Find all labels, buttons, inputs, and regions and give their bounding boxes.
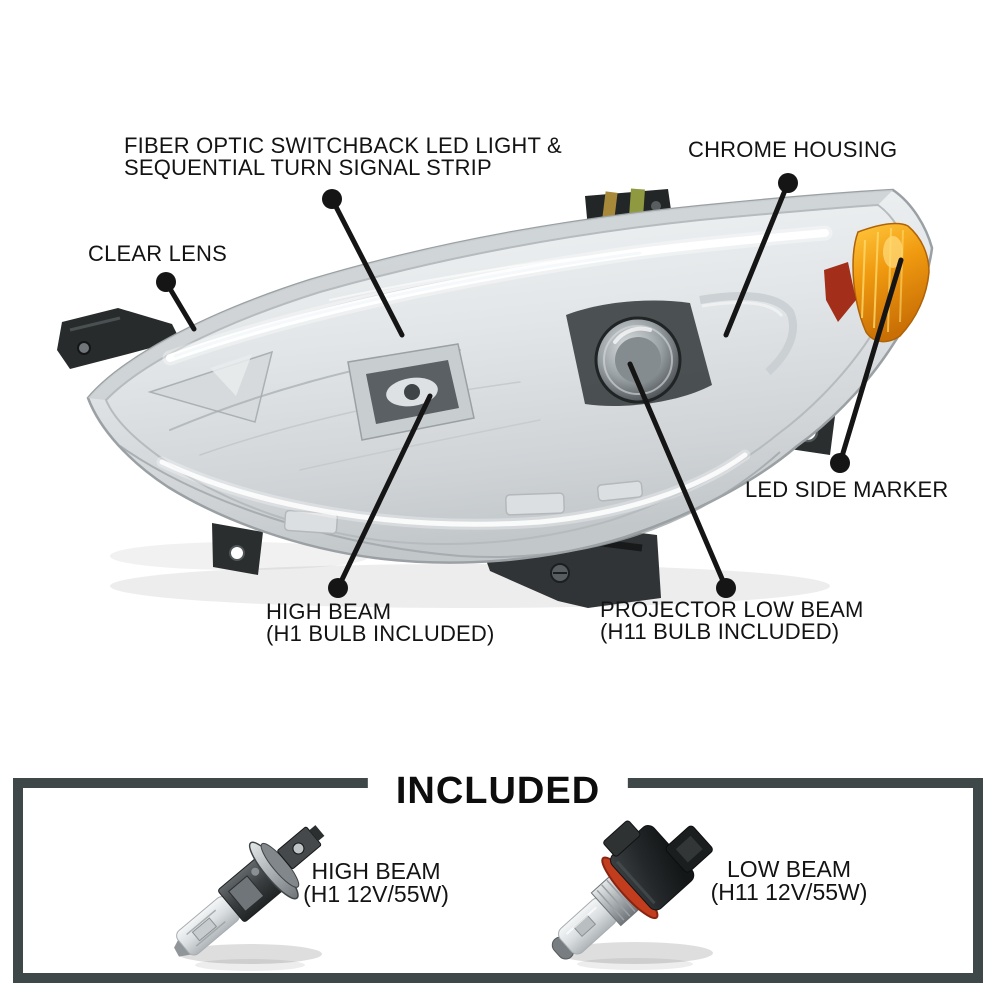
callout-label-line: HIGH BEAM <box>266 599 392 624</box>
bulb-name: HIGH BEAM <box>311 858 441 884</box>
lens-parting-line <box>119 445 781 558</box>
left-mounting-bracket <box>57 308 180 369</box>
callout-dot-clear-lens <box>156 272 176 292</box>
callout-label-clear-lens: CLEAR LENS <box>88 243 227 265</box>
included-section-title: INCLUDED <box>367 769 629 813</box>
lens-inner-edge <box>104 203 909 545</box>
leader-line-high-beam <box>335 393 433 591</box>
amber-side-marker <box>852 222 930 343</box>
projector-low-beam-lens <box>566 300 712 406</box>
callout-label-line: FIBER OPTIC SWITCHBACK LED LIGHT & <box>124 133 562 158</box>
callout-label-led-side-marker: LED SIDE MARKER <box>745 479 949 501</box>
callout-label-chrome-housing: CHROME HOUSING <box>688 139 897 161</box>
included-section-box: INCLUDED <box>13 769 983 983</box>
callout-label-line: SEQUENTIAL TURN SIGNAL STRIP <box>124 155 492 180</box>
callout-label-high-beam: HIGH BEAM (H1 BULB INCLUDED) <box>266 601 495 645</box>
callout-dot-chrome-housing <box>778 173 798 193</box>
leader-line-led-side-marker <box>837 257 904 466</box>
callout-dot-fiber-optic <box>322 189 342 209</box>
callout-label-line: LED SIDE MARKER <box>745 477 949 502</box>
callout-dot-led-side-marker <box>830 453 850 473</box>
callout-label-line: PROJECTOR LOW BEAM <box>600 597 864 622</box>
lens-tabs <box>283 480 644 535</box>
callout-dot-projector-low-beam <box>716 578 736 598</box>
leader-line-chrome-housing <box>723 180 791 338</box>
red-reflector-accent <box>824 262 856 322</box>
bulb-spec: (H1 12V/55W) <box>303 881 449 907</box>
callout-label-fiber-optic: FIBER OPTIC SWITCHBACK LED LIGHT & SEQUE… <box>124 135 562 179</box>
bottom-left-mounting-bracket <box>212 523 263 575</box>
callout-label-line: (H11 BULB INCLUDED) <box>600 619 840 644</box>
callout-dot-high-beam <box>328 578 348 598</box>
bulb-name: LOW BEAM <box>727 856 851 882</box>
h11-halogen-bulb-icon <box>551 820 713 970</box>
leader-line-projector-low-beam <box>627 361 729 591</box>
projector-chrome-shroud <box>699 292 797 375</box>
bulb-spec: (H11 12V/55W) <box>710 879 868 905</box>
callout-label-line: CHROME HOUSING <box>688 137 898 162</box>
callout-label-line: (H1 BULB INCLUDED) <box>266 621 495 646</box>
h1-halogen-bulb-icon <box>174 825 325 971</box>
included-item-label-high-beam: HIGH BEAM (H1 12V/55W) <box>296 860 456 906</box>
high-beam-chamber <box>347 343 475 441</box>
callout-label-line: CLEAR LENS <box>88 241 227 266</box>
callout-label-projector-low-beam: PROJECTOR LOW BEAM (H11 BULB INCLUDED) <box>600 599 864 643</box>
included-item-label-low-beam: LOW BEAM (H11 12V/55W) <box>704 858 874 904</box>
callout-dots <box>156 173 850 598</box>
leader-line-fiber-optic <box>329 196 405 338</box>
